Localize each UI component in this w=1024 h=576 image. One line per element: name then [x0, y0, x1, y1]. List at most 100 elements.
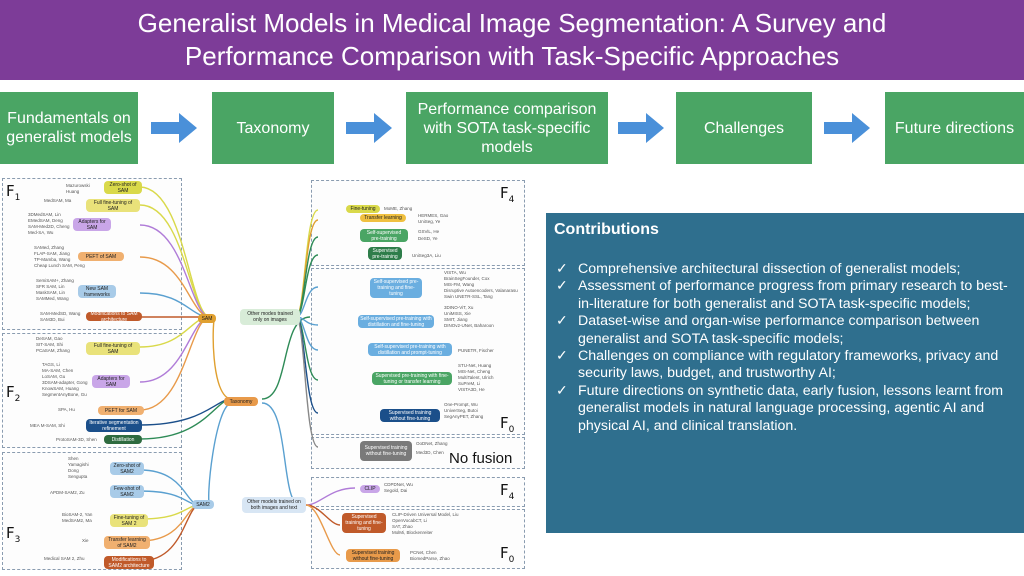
- leaf-text: Sengupta: [68, 474, 88, 479]
- checkmark-icon: ✓: [556, 313, 568, 330]
- hub-clip: CLIP: [360, 485, 380, 493]
- leaf-text: MoME, Zhang: [384, 206, 413, 211]
- leaf-text: Mazurowski: [66, 183, 90, 188]
- leaf-text: PCaSAM, Zhang: [36, 348, 70, 353]
- leaf-text: SegAnyPET, Zhang: [444, 414, 484, 419]
- leaf-text: UniSeg3A, Liu: [412, 253, 441, 258]
- contribution-item: ✓Future directions on synthetic data, ea…: [556, 382, 1004, 434]
- page-title: Generalist Models in Medical Image Segme…: [137, 8, 887, 71]
- leaf-text: Dong: [68, 468, 79, 473]
- leaf-text: 3DINO-ViT, Xu: [444, 305, 474, 310]
- node-ssl-prompt: Self-supervised pre-training with distil…: [368, 343, 452, 356]
- node-transfer-sam2: Transfer learning of SAM2: [104, 536, 150, 549]
- leaf-text: SAM3D, Bui: [40, 317, 65, 322]
- leaf-text: SuPreM, Li: [458, 381, 481, 386]
- leaf-text: STU-Net, Huang: [458, 363, 492, 368]
- node-sup-train-finetune: Supervised training and fine-tuning: [342, 513, 386, 533]
- leaf-text: OpenVocabCT, Li: [392, 518, 428, 523]
- leaf-text: MaskSAM, Lin: [36, 290, 66, 295]
- leaf-text: MA-SAM, Chen: [42, 368, 74, 373]
- leaf-text: MIS-Net, Cheng: [458, 369, 491, 374]
- frame-label-f4-bottom: F4: [500, 481, 515, 502]
- arrow-icon: [824, 113, 870, 143]
- leaf-text: SAMMed, Wang: [36, 296, 69, 301]
- leaf-text: PCNet, Chen: [410, 550, 437, 555]
- node-distillation: Distillation: [104, 435, 142, 444]
- step-challenges: Challenges: [676, 92, 812, 164]
- contribution-item: ✓Comprehensive architectural dissection …: [556, 261, 961, 277]
- checkmark-icon: ✓: [556, 382, 568, 399]
- frame-label-f3: F3: [6, 524, 21, 545]
- node-modifications-sam2: Modifications to SAM2 architecture: [104, 556, 154, 569]
- leaf-text: Med-SA, Wu: [28, 230, 54, 235]
- node-zero-shot-sam: Zero-shot of SAM: [104, 181, 142, 194]
- leaf-text: DeSAM, Gao: [36, 336, 63, 341]
- leaf-text: Medical SAM 2, Zhu: [44, 556, 85, 561]
- leaf-text: CDPDNet, Wu: [384, 482, 413, 487]
- node-modifications-sam: Modifications to SAM architecture: [86, 311, 142, 323]
- frame-f4-bottom: [311, 477, 525, 507]
- frame-label-f1: F1: [6, 182, 21, 203]
- leaf-text: SAT, Zhao: [392, 524, 413, 529]
- leaf-text: OoDNet, Zhang: [416, 441, 448, 446]
- leaf-text: MolMi, Blockenreiter: [392, 530, 433, 535]
- contribution-item: ✓Assessment of performance progress from…: [556, 278, 1008, 312]
- contributions-heading: Contributions: [554, 221, 659, 238]
- frame-label-f0-top: F0: [500, 414, 515, 435]
- node-sup-train-no-finetune: Supervised training without fine-tuning: [346, 549, 400, 562]
- step-performance: Performance comparison with SOTA task-sp…: [406, 92, 608, 164]
- leaf-text: Xie: [82, 538, 89, 543]
- frame-no-fusion: [311, 437, 525, 469]
- leaf-text: BrainSegFounder, Cox: [444, 276, 490, 281]
- leaf-text: KnowSAM, Huang: [42, 386, 79, 391]
- node-sup-no-finetune-nofusion: Supervised training without fine-tuning: [360, 441, 412, 461]
- leaf-text: Cheap Lunch SAM, Peng: [34, 263, 85, 268]
- leaf-text: UniSeg, Ye: [418, 219, 441, 224]
- contributions-list: ✓Comprehensive architectural dissection …: [554, 261, 1020, 435]
- leaf-text: VISTA, Wu: [444, 270, 466, 275]
- frame-f4-top: [311, 180, 525, 266]
- node-self-supervised: Self-supervised pre-training: [360, 229, 408, 242]
- checkmark-icon: ✓: [556, 348, 568, 365]
- leaf-text: MIS-FM, Wang: [444, 282, 475, 287]
- checkmark-icon: ✓: [556, 261, 568, 277]
- leaf-text: CLIP-Driven Universal Model, Liu: [392, 512, 459, 517]
- leaf-text: Swin UNETR-SSL, Tang: [444, 294, 493, 299]
- contributions-panel: Contributions ✓Comprehensive architectur…: [546, 213, 1024, 533]
- hub-images-text: Other models trained on both images and …: [242, 497, 306, 513]
- leaf-text: UniMISS, Xie: [444, 311, 471, 316]
- node-ssl-distill: Self-supervised pre-training with distil…: [358, 315, 434, 328]
- leaf-text: FLAP-SAM, Jiang: [34, 251, 70, 256]
- leaf-text: Disruptive Autoencoders, Valanarasu: [444, 288, 518, 293]
- leaf-text: Shen: [68, 456, 79, 461]
- hub-images-only: Other modes trained only on images: [240, 309, 300, 325]
- arrow-icon: [346, 113, 392, 143]
- leaf-text: Segold, Dai: [384, 488, 408, 493]
- arrow-icon: [618, 113, 664, 143]
- leaf-text: SemiSAM+, Zhang: [36, 278, 74, 283]
- leaf-text: MedSAM, Ma: [44, 198, 72, 203]
- leaf-text: UniverSeg, Butoi: [444, 408, 478, 413]
- step-taxonomy: Taxonomy: [212, 92, 334, 164]
- leaf-text: APDM-SAM2, Zu: [50, 490, 85, 495]
- leaf-text: 3DMedSAM, Lin: [28, 212, 61, 217]
- leaf-text: Med3D, Chen: [416, 450, 444, 455]
- node-adapters-sam-2: Adapters for SAM: [92, 375, 130, 388]
- arrow-icon: [151, 113, 197, 143]
- node-peft-sam-2: PEFT for SAM: [98, 406, 144, 415]
- node-iterative-refinement: Iterative segmentation refinement: [86, 419, 142, 432]
- frame-label-f4-top: F4: [500, 184, 515, 205]
- leaf-text: DINOv2-UNet, Baharoon: [444, 323, 494, 328]
- leaf-text: EMedSAM, Deng: [28, 218, 63, 223]
- leaf-text: SegmentAnyBone, Gu: [42, 392, 87, 397]
- leaf-text: One-Prompt, Wu: [444, 402, 478, 407]
- leaf-text: DeSD, Ye: [418, 236, 438, 241]
- node-sup-no-finetune: Supervised training without fine-tuning: [380, 409, 440, 422]
- title-banner: Generalist Models in Medical Image Segme…: [0, 0, 1024, 80]
- leaf-text: MultiTalent, Ulrich: [458, 375, 494, 380]
- node-zero-shot-sam2: Zero-shot of SAM2: [110, 462, 144, 475]
- leaf-text: HERMES, Gao: [418, 213, 449, 218]
- frame-label-f0-bottom: F0: [500, 544, 515, 565]
- leaf-text: BiomedParse, Zhao: [410, 556, 450, 561]
- leaf-text: SAM-Med2D, Cheng: [28, 224, 70, 229]
